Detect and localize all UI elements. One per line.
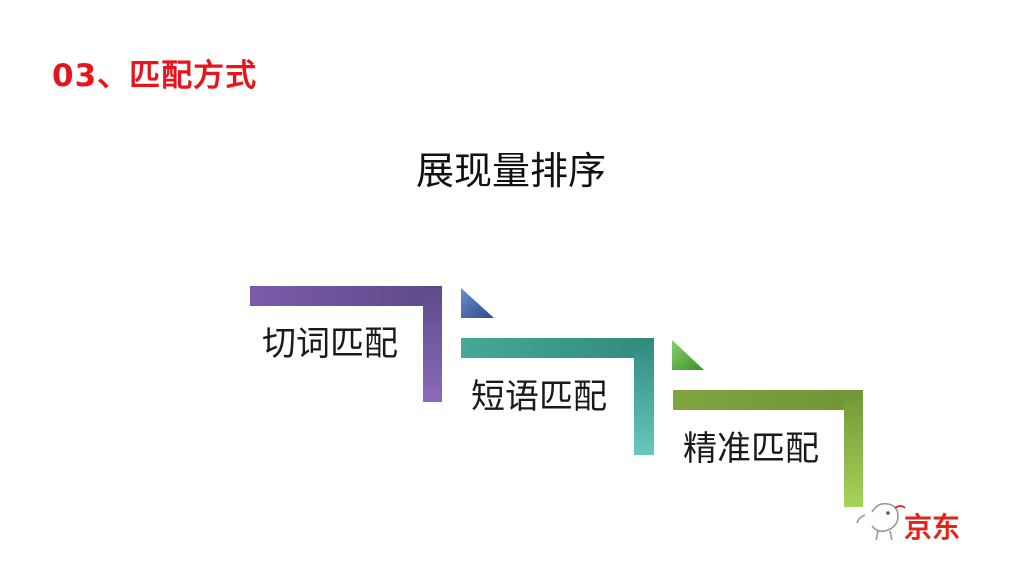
step-1-bar [250,286,442,306]
main-title: 展现量排序 [415,149,606,193]
step-1-bracket [250,286,442,402]
connector-arrow-2-icon [672,340,704,370]
step-2-bracket [461,338,654,455]
step-3-bar [673,390,863,410]
step-3-bracket [673,390,863,507]
step-1-stem [423,286,442,402]
brand-logo-text: 京东 [904,511,961,544]
step-2-label: 短语匹配 [471,377,607,417]
jd-dog-mascot-icon [856,502,906,541]
step-3-label: 精准匹配 [683,429,819,469]
step-2-bar [461,338,654,358]
step-2-stem [634,338,654,455]
step-1-label: 切词匹配 [262,324,398,364]
connector-arrow-1-icon [461,288,494,318]
section-title: 03、匹配方式 [52,58,258,94]
step-3-stem [844,390,863,507]
